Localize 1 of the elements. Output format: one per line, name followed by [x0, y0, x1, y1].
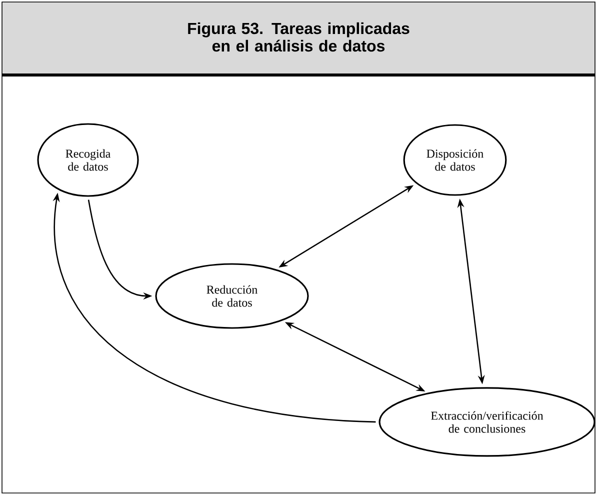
figure-title: Figura 53. Tareas implicadas en el análisis de datos: [188, 22, 410, 52]
